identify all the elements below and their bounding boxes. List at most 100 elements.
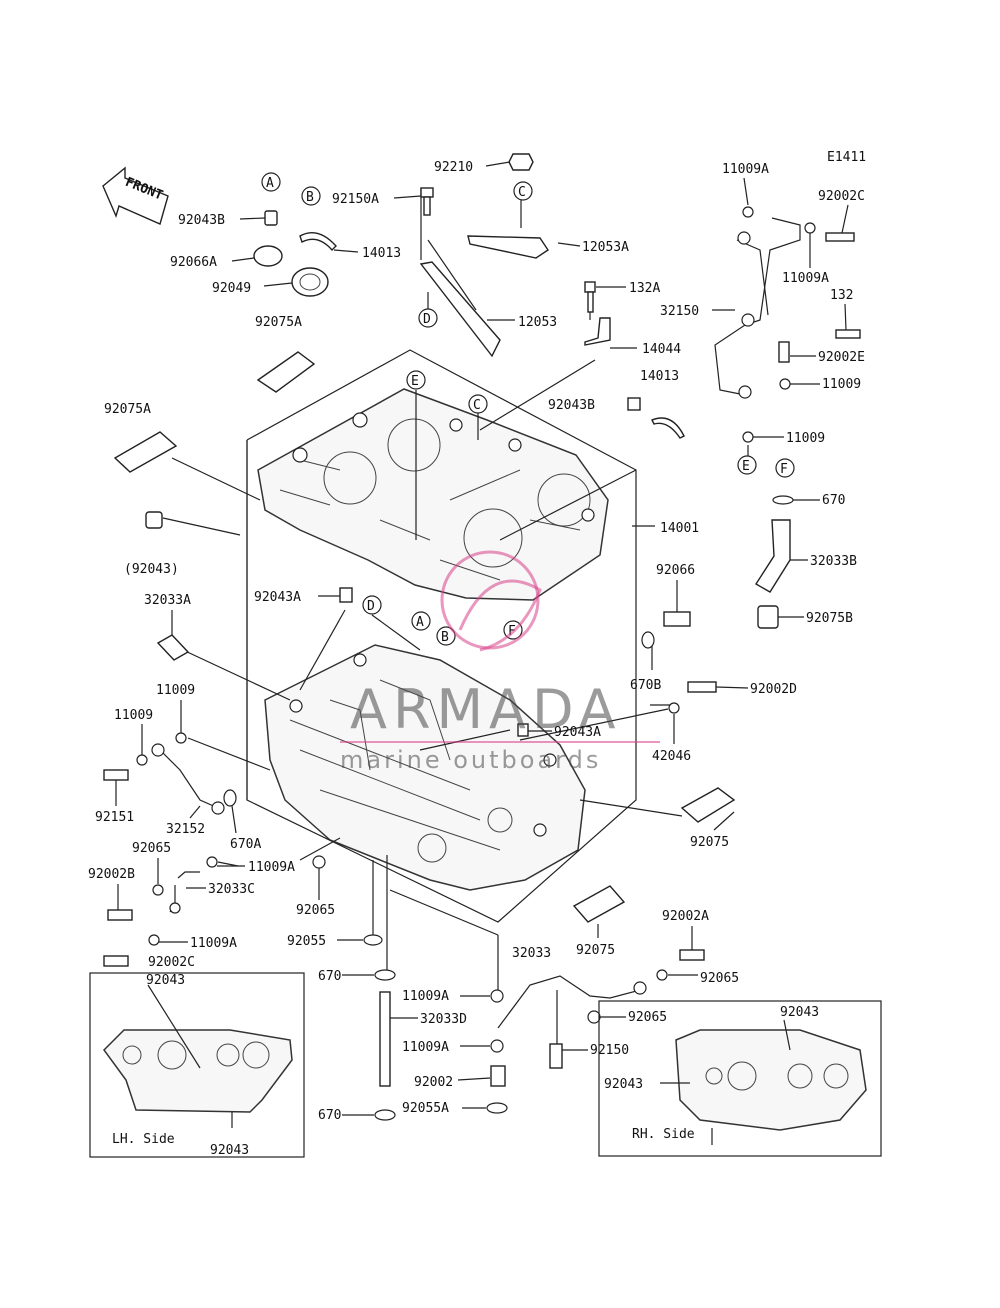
- rh-side-inset: 92043 92043 RH. Side: [598, 1000, 882, 1157]
- plug-32033a-icon: [156, 634, 190, 661]
- diagram-code: E1411: [827, 150, 866, 165]
- part-label: (92043): [124, 562, 179, 577]
- part-label: 92065: [132, 841, 171, 856]
- part-label: 32033D: [420, 1012, 467, 1027]
- part-label: 92075A: [104, 402, 151, 417]
- bushing-92066a-icon: [253, 245, 283, 267]
- part-label: 92066: [656, 563, 695, 578]
- part-label: 42046: [652, 749, 691, 764]
- pin-92043-paren-icon: [145, 511, 163, 529]
- part-label: 92002A: [662, 909, 709, 924]
- part-label: 11009A: [402, 989, 449, 1004]
- part-label: 92065: [628, 1010, 667, 1025]
- part-label: 92075: [690, 835, 729, 850]
- part-label: 92210: [434, 160, 473, 175]
- callout-a-mid: A: [416, 615, 424, 630]
- watermark-tagline: marine outboards: [340, 746, 601, 774]
- part-label: 92043B: [548, 398, 595, 413]
- callout-b-top: B: [306, 190, 314, 205]
- part-label: 32033C: [208, 882, 255, 897]
- part-label: 92002C: [148, 955, 195, 970]
- part-label: 32033: [512, 946, 551, 961]
- plug-92210-icon: [508, 153, 534, 171]
- callout-d-mid: D: [367, 599, 375, 614]
- part-label: 92002B: [88, 867, 135, 882]
- bolt-92151-icon: [103, 769, 129, 781]
- plug-92002-icon: [490, 1065, 506, 1087]
- callout-d-top: D: [423, 312, 431, 327]
- callout-b-mid: B: [441, 630, 449, 645]
- part-label: 12053A: [582, 240, 629, 255]
- top-parts: [113, 153, 611, 473]
- part-label: 92150: [590, 1043, 629, 1058]
- part-label: 92002: [414, 1075, 453, 1090]
- part-label: 92043A: [254, 590, 301, 605]
- oil-pipe-32152-icon: [157, 747, 219, 809]
- callout-e-mid: E: [411, 374, 419, 389]
- washer-11009a-b2-icon: [490, 1039, 504, 1053]
- oil-seal-92049-icon: [291, 267, 329, 297]
- oring-92055a-icon: [486, 1102, 508, 1114]
- part-label: 670: [822, 493, 845, 508]
- pipe-32033d-icon: [379, 991, 391, 1087]
- plug-92066-icon: [663, 611, 691, 627]
- pin-92043a-lower-icon: [517, 723, 529, 737]
- part-label: 32150: [660, 304, 699, 319]
- washer-11009a-b1-icon: [490, 989, 504, 1003]
- part-label: 92055A: [402, 1101, 449, 1116]
- bolt-92002b-icon: [107, 909, 133, 921]
- chain-guide-12053a-icon: [467, 235, 549, 259]
- part-label: 11009A: [722, 162, 769, 177]
- lh-side-inset: 92043 92043 LH. Side: [89, 972, 305, 1158]
- callout-e-right: E: [742, 459, 750, 474]
- rh-part-left: 92043: [604, 1077, 643, 1092]
- part-label: 14013: [362, 246, 401, 261]
- bolt-92002e-icon: [778, 341, 790, 363]
- upper-crankcase: [257, 388, 609, 601]
- half-ring-14013-mid-icon: [651, 417, 685, 439]
- pin-92043b-mid-icon: [627, 397, 641, 411]
- bolt-92150a-icon: [420, 187, 434, 198]
- pin-92043b-icon: [264, 210, 278, 226]
- watermark-brand: ARMADA: [350, 678, 622, 741]
- fitting-92075-icon: [680, 787, 736, 823]
- part-label: 11009A: [248, 860, 295, 875]
- oil-pipe-32033-icon: [497, 975, 641, 1029]
- part-label: 11009: [822, 377, 861, 392]
- front-arrow-icon: FRONT: [102, 166, 169, 225]
- part-label: 92075: [576, 943, 615, 958]
- bolt-132-icon: [835, 329, 861, 339]
- part-label: 11009: [786, 431, 825, 446]
- part-labels: 92210 92150A 12053A 92043B 14013 92066A …: [88, 160, 865, 1123]
- part-label: 14044: [642, 342, 681, 357]
- bolt-92002a-icon: [679, 949, 705, 961]
- bolt-92002c-top-icon: [825, 232, 855, 242]
- part-label: 92066A: [170, 255, 217, 270]
- rh-part-top: 92043: [780, 1005, 819, 1020]
- part-label: 11009: [114, 708, 153, 723]
- fitting-92075a-upper-icon: [256, 351, 316, 393]
- part-label: 92055: [287, 934, 326, 949]
- part-label: 32152: [166, 822, 205, 837]
- part-label: 92065: [700, 971, 739, 986]
- part-label: 11009A: [402, 1040, 449, 1055]
- bracket-14044-icon: [584, 317, 611, 346]
- part-label: 132: [830, 288, 853, 303]
- part-label: 670A: [230, 837, 261, 852]
- hose-32033b-icon: [755, 519, 791, 593]
- part-label: 92075A: [255, 315, 302, 330]
- fitting-92075-lower-icon: [572, 885, 626, 923]
- bottom-parts: [363, 885, 705, 1121]
- lh-part-top: 92043: [146, 973, 185, 988]
- bolt-92150-icon: [549, 1043, 563, 1069]
- part-label: 132A: [629, 281, 660, 296]
- fitting-92075a-left-icon: [113, 431, 178, 473]
- armada-watermark: ARMADA marine outboards: [340, 550, 660, 774]
- part-label: 11009: [156, 683, 195, 698]
- part-label: 670: [318, 969, 341, 984]
- oring-670-bottom-icon: [374, 1109, 396, 1121]
- part-label: 92002C: [818, 189, 865, 204]
- part-label: 92065: [296, 903, 335, 918]
- oring-670-mid-icon: [374, 969, 396, 981]
